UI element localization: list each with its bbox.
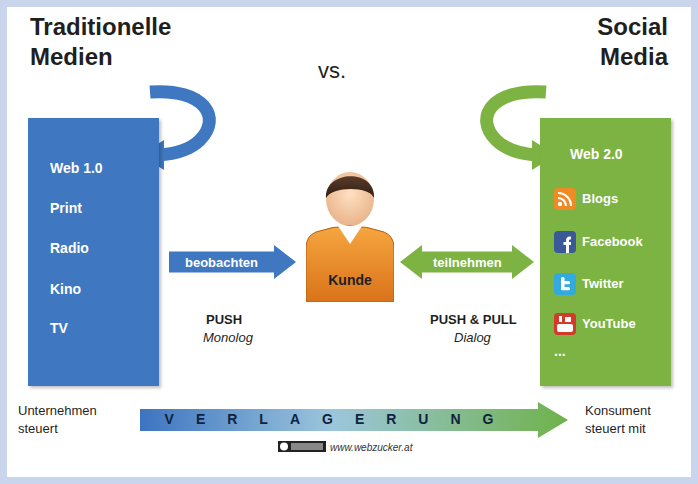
- shift-arrow: VERLAGERUNG: [140, 402, 568, 438]
- mode-note: Monolog: [203, 330, 253, 345]
- url: www.webzucker.at: [330, 442, 412, 453]
- arrow-label: beobachten: [183, 255, 260, 270]
- icon-mark: [565, 317, 571, 322]
- icon-mark: [558, 193, 571, 206]
- social-icon: [554, 313, 576, 335]
- license-badge: [278, 441, 326, 452]
- side-note: Unternehmen steuert: [18, 402, 138, 438]
- mode-label: PUSH & PULL: [430, 312, 517, 327]
- icon-ground: [554, 231, 576, 253]
- shift-word: VERLAGERUNG: [140, 411, 540, 427]
- versus: vs.: [318, 58, 346, 84]
- social-icon: [554, 231, 576, 253]
- icon-mark: [564, 237, 572, 254]
- heading: Traditionelle Medien: [30, 12, 220, 72]
- icon-mark: [561, 287, 570, 290]
- media-item: Blogs: [582, 191, 618, 206]
- heading: Social Media: [540, 12, 668, 72]
- icon-ground: [554, 313, 576, 335]
- media-item: Twitter: [582, 276, 624, 291]
- media-item: TV: [50, 320, 68, 336]
- block-arrow: [169, 245, 296, 279]
- media-box: Social MediaWeb 2.0BlogsFacebookTwitterY…: [540, 118, 671, 386]
- person-collar: [338, 226, 362, 244]
- icon-mark: [558, 202, 562, 206]
- person-hair: [326, 176, 374, 198]
- icon-mark: [557, 324, 573, 332]
- media-item: Web 1.0: [50, 160, 103, 176]
- media-item: ...: [554, 343, 566, 359]
- media-item: Web 2.0: [570, 146, 623, 162]
- customer-figure: Kunde: [306, 222, 394, 302]
- social-icon: [554, 273, 576, 295]
- social-icon: [554, 188, 576, 210]
- side-note: Konsument steuert mit: [585, 402, 685, 438]
- icon-mark: [561, 281, 570, 284]
- license-badge: [291, 443, 323, 450]
- media-item: Kino: [50, 281, 81, 297]
- media-item: Facebook: [582, 234, 643, 249]
- block-arrow: [400, 245, 534, 279]
- media-item: Print: [50, 200, 82, 216]
- customer-label: Kunde: [306, 272, 394, 288]
- mode-note: Dialog: [454, 330, 491, 345]
- icon-mark: [559, 316, 562, 322]
- license-badge: [280, 443, 288, 451]
- person-body: [306, 222, 394, 302]
- icon-ground: [554, 188, 576, 210]
- mode-label: PUSH: [206, 312, 242, 327]
- icon-mark: [558, 198, 566, 206]
- media-box: Traditionelle MedienWeb 1.0PrintRadioKin…: [28, 118, 159, 386]
- media-item: YouTube: [582, 316, 636, 331]
- person-head: [326, 172, 374, 226]
- icon-ground: [554, 273, 576, 295]
- media-item: Radio: [50, 240, 89, 256]
- arrow-label: teilnehmen: [431, 255, 504, 270]
- person-torso: [306, 226, 394, 302]
- shift-arrow-shape: [140, 402, 568, 438]
